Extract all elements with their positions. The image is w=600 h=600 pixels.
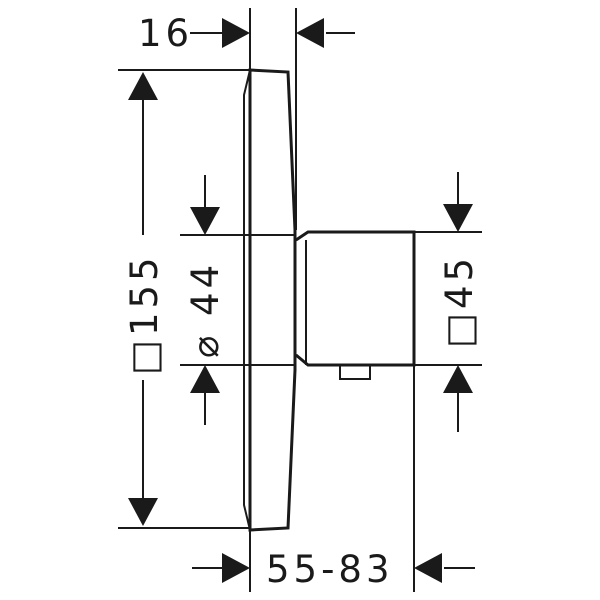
dimension-155-label: □155 (123, 253, 166, 375)
dimension-44-label: ⌀ 44 (184, 261, 227, 358)
dimension-45-label: □45 (438, 254, 481, 348)
cover-plate (243, 68, 297, 532)
valve-body (295, 230, 416, 380)
dimension-55-83-label: 55-83 (266, 548, 394, 591)
dimension-16-label: 16 (138, 12, 193, 55)
dimension-44: ⌀ 44 (180, 175, 296, 425)
dimension-16: 16 (138, 8, 355, 230)
dimension-155: □155 (118, 69, 250, 529)
dimension-55-83: 55-83 (192, 365, 475, 592)
dimension-45: □45 (414, 172, 482, 432)
